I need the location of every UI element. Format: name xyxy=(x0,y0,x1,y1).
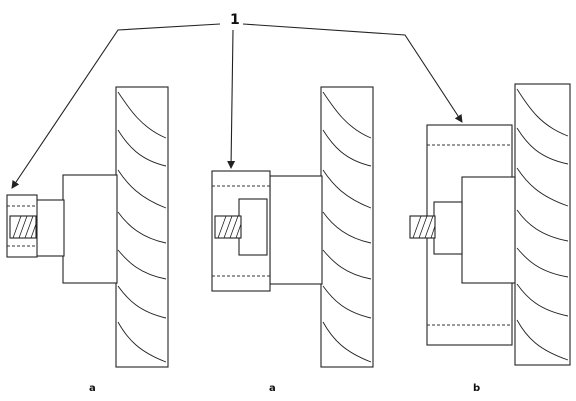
threaded-bolt xyxy=(409,215,436,239)
shaft-collar xyxy=(238,198,268,256)
callout-leaders xyxy=(11,23,463,189)
shaft-collar xyxy=(433,201,463,255)
finned-plate xyxy=(514,83,571,366)
panel-middle: a xyxy=(211,86,374,394)
leader-line-right xyxy=(242,23,463,123)
hub-block xyxy=(461,176,516,284)
finned-plate xyxy=(115,86,169,368)
shaft-collar xyxy=(35,199,65,257)
panel-left: a xyxy=(6,86,169,394)
finned-plate xyxy=(320,86,374,368)
panel-middle-label: a xyxy=(269,383,276,394)
leader-line-left xyxy=(11,23,221,189)
panel-right-label: b xyxy=(473,383,480,394)
hub-block xyxy=(62,174,118,284)
callout-number: 1 xyxy=(230,12,240,28)
threaded-bolt xyxy=(214,215,242,239)
threaded-bolt xyxy=(9,215,37,239)
panel-left-label: a xyxy=(89,383,96,394)
panel-right: b xyxy=(409,83,571,394)
leader-line-middle xyxy=(227,29,236,169)
hub-block xyxy=(269,175,323,285)
